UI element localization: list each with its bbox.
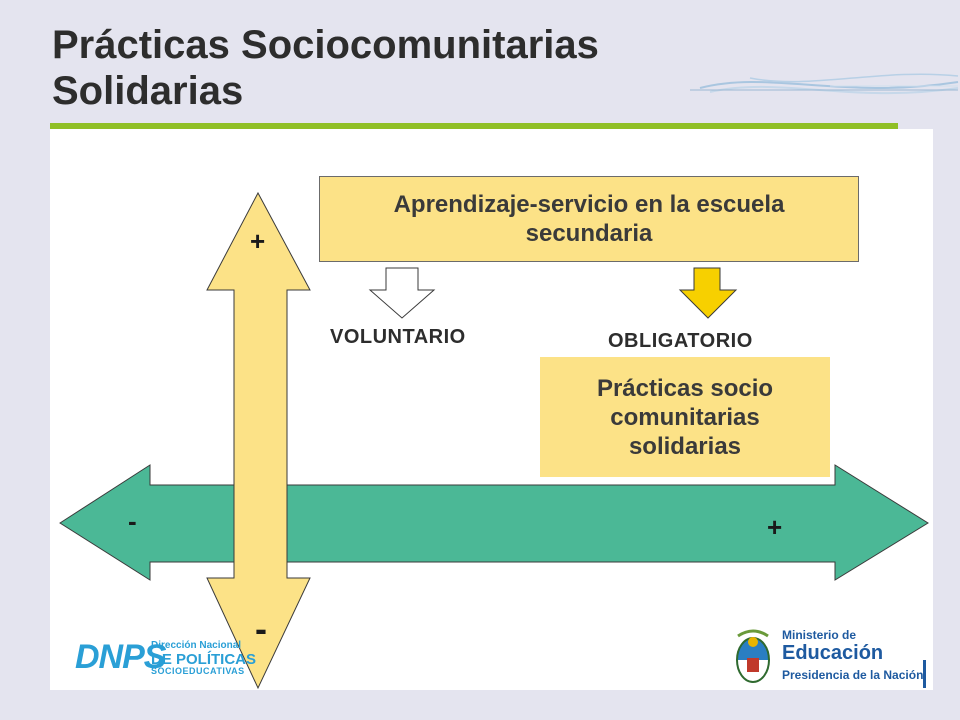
title-underline	[50, 123, 898, 129]
vertical-bottom-minus: -	[255, 608, 267, 649]
obligatorio-down-arrow	[678, 267, 738, 319]
national-shield-icon	[736, 629, 770, 683]
slide-title-line2: Solidarias	[52, 69, 244, 113]
dnps-letters: DNPS	[75, 638, 166, 676]
top-box-line2: secundaria	[525, 220, 653, 247]
horizontal-axis-arrow	[59, 464, 929, 581]
ministerio-line2: Educación	[782, 642, 884, 664]
obligatorio-label: OBLIGATORIO	[608, 330, 753, 352]
bottom-box-line1: Prácticas socio	[596, 374, 774, 402]
slide-title: Prácticas Sociocomunitarias Solidarias	[52, 22, 772, 114]
ministerio-line3: Presidencia de la Nación	[782, 668, 924, 682]
vertical-top-plus: +	[250, 226, 266, 256]
slide-title-line1: Prácticas Sociocomunitarias	[52, 23, 599, 67]
ministerio-line1: Ministerio de	[782, 628, 857, 642]
dnps-line1: Dirección Nacional	[151, 640, 242, 651]
voluntario-down-arrow	[368, 267, 436, 319]
practicas-box: Prácticas socio comunitarias solidarias	[540, 357, 830, 477]
horizontal-left-minus: -	[128, 506, 137, 536]
dnps-line3: SOCIOEDUCATIVAS	[151, 666, 245, 676]
dnps-line2: DE POLÍTICAS	[151, 651, 257, 668]
ministerio-logo: Ministerio de Educación Presidencia de l…	[732, 624, 932, 694]
voluntario-label: VOLUNTARIO	[330, 326, 466, 348]
decorative-lines	[690, 73, 959, 95]
bottom-box-line2: comunitarias	[610, 403, 760, 431]
vertical-axis-arrow	[206, 191, 311, 690]
aprendizaje-servicio-box: Aprendizaje-servicio en la escuela secun…	[319, 176, 859, 262]
horizontal-right-plus: +	[767, 512, 783, 542]
ministerio-bar	[923, 660, 926, 688]
bottom-box-line3: solidarias	[628, 432, 742, 460]
top-box-line1: Aprendizaje-servicio en la escuela	[393, 191, 785, 218]
